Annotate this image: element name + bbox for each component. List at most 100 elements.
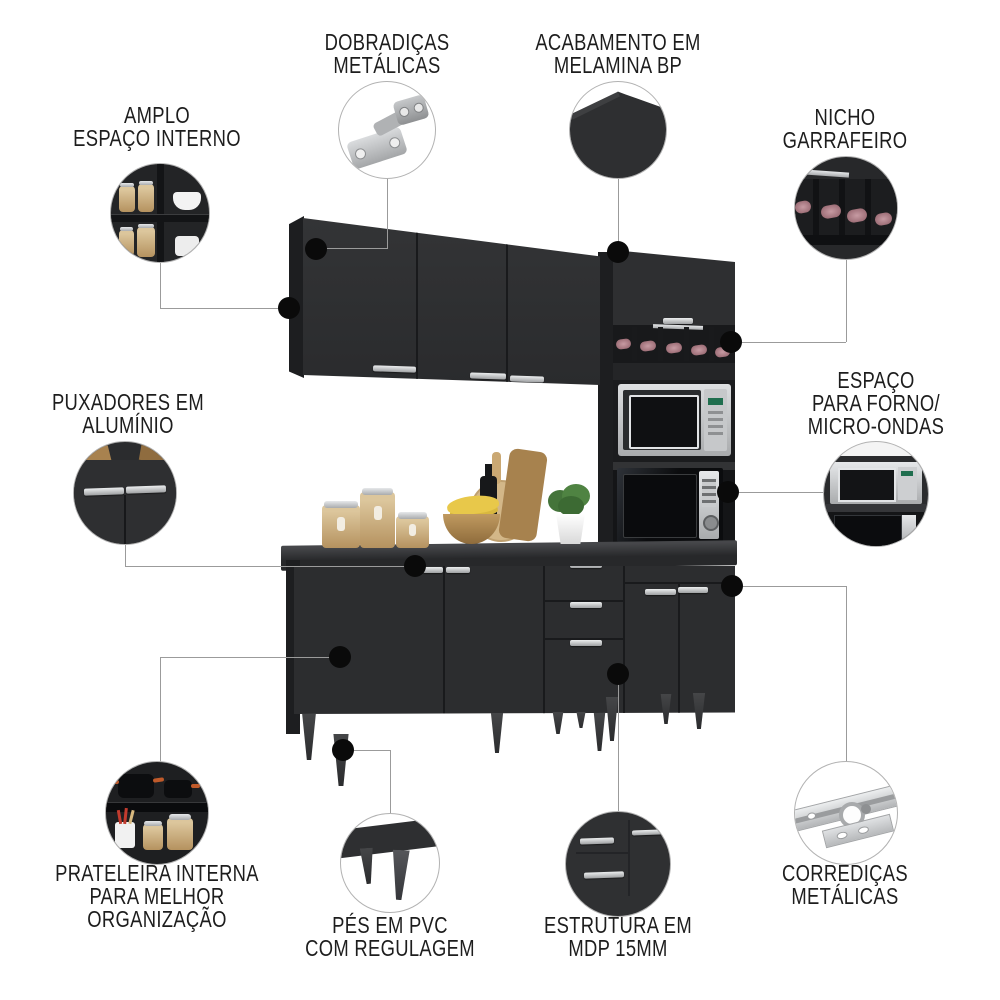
rack-edge-strip xyxy=(802,169,850,178)
microwave-door xyxy=(623,390,701,450)
shelf-bowl xyxy=(173,192,201,210)
shelf-jar-lid xyxy=(120,183,134,187)
label-handles: PUXADORES EM ALUMÍNIO xyxy=(51,389,205,438)
canister-lid xyxy=(324,501,358,508)
wine-rack xyxy=(613,324,735,363)
canister-clasp xyxy=(374,506,382,520)
canister xyxy=(396,512,429,548)
tower-door-handle xyxy=(663,318,693,324)
base-section-gap xyxy=(543,566,545,714)
handles-photo-circle xyxy=(73,441,177,545)
callout-dot-handles xyxy=(404,555,426,577)
oven-space-photo-circle xyxy=(823,441,929,547)
shelf-jar-lid xyxy=(169,814,191,820)
label-interior-space: AMPLO ESPAÇO INTERNO xyxy=(73,102,241,151)
hinge-screw xyxy=(353,146,368,161)
feet-photo-circle xyxy=(340,813,440,913)
wine-bottle-cork xyxy=(665,341,683,355)
callout-dot-shelf xyxy=(329,646,351,668)
wine-rack-divider xyxy=(684,327,689,361)
callout-line xyxy=(316,248,387,249)
callout-line xyxy=(125,543,126,566)
rack-shelf xyxy=(795,235,897,245)
rack-divider xyxy=(865,179,871,235)
niche-shelf xyxy=(824,504,928,512)
base-front xyxy=(294,566,735,714)
callout-line xyxy=(728,492,824,493)
wall-door-gap xyxy=(416,218,418,385)
label-slides: CORREDIÇAS METÁLICAS xyxy=(782,860,908,909)
callout-line xyxy=(160,657,340,658)
structure-gap xyxy=(628,820,630,896)
cabinet-leg xyxy=(576,712,586,728)
canister-clasp xyxy=(409,524,416,536)
cabinet-shelf xyxy=(111,214,209,222)
shelf-jar xyxy=(138,181,154,212)
structure-handle xyxy=(631,829,663,836)
label-internal-shelf: PRATELEIRA INTERNA PARA MELHOR ORGANIZAÇ… xyxy=(55,860,259,932)
plant-pot xyxy=(556,514,585,544)
callout-line xyxy=(618,674,619,812)
oven-knob xyxy=(703,515,719,531)
wall-door-handle xyxy=(469,372,507,380)
bracket-hole xyxy=(835,830,849,841)
hinge-screw xyxy=(387,135,402,150)
callout-dot-interior-space xyxy=(278,297,300,319)
callout-line xyxy=(618,178,619,252)
mini-microwave-display xyxy=(901,471,913,476)
drawer-handle xyxy=(570,602,602,608)
shelf-jar-lid xyxy=(144,821,162,826)
interior-space-photo-circle xyxy=(110,163,210,263)
slide-hole xyxy=(806,811,817,821)
bracket-hole xyxy=(857,825,870,835)
structure-handle xyxy=(579,837,615,845)
wall-door-gap xyxy=(506,218,508,385)
tower-open-shelf xyxy=(613,363,735,380)
aluminum-handle xyxy=(83,487,125,496)
base-section-gap xyxy=(623,566,625,714)
microwave-control-panel xyxy=(704,389,727,451)
base-door-handle xyxy=(423,567,443,573)
canister-clasp xyxy=(337,517,345,531)
cabinet-leg xyxy=(593,713,606,751)
shelf-jar xyxy=(119,183,135,212)
label-feet: PÉS EM PVC COM REGULAGEM xyxy=(305,912,475,961)
shelf-jar-lid xyxy=(120,227,133,231)
microwave-window xyxy=(629,395,699,449)
callout-line xyxy=(160,261,161,308)
plant-leaves xyxy=(558,496,584,516)
wine-rack-divider xyxy=(632,327,637,361)
microwave xyxy=(618,384,731,456)
wine-bottle-cork xyxy=(690,343,708,357)
callout-dot-slides xyxy=(721,575,743,597)
callout-line xyxy=(343,750,390,751)
hinge-screw xyxy=(398,105,411,119)
tower-shelf xyxy=(613,462,735,470)
callout-dot-structure xyxy=(607,663,629,685)
shelf-jar-lid xyxy=(138,224,154,228)
callout-dot-melamine xyxy=(607,241,629,263)
callout-line xyxy=(125,566,415,567)
callout-line xyxy=(390,750,391,814)
rack-divider xyxy=(813,179,819,235)
shelf-jar xyxy=(143,821,163,850)
shelf-board xyxy=(106,802,208,812)
cabinet-divider xyxy=(157,164,164,262)
wall-cabinet-side-panel xyxy=(289,216,304,378)
cabinet-leg xyxy=(552,712,564,734)
cabinet-leg xyxy=(490,713,504,753)
callout-dot-oven-space xyxy=(717,481,739,503)
drawer-handle xyxy=(570,640,602,646)
mini-microwave-body xyxy=(830,462,922,504)
pot-handle xyxy=(191,784,200,788)
shelf-jar xyxy=(137,224,155,257)
canister-lid xyxy=(362,488,393,495)
label-wine-rack: NICHO GARRAFEIRO xyxy=(782,104,908,153)
callout-line xyxy=(160,657,161,762)
cabinet-leg xyxy=(660,694,672,724)
callout-dot-wine-rack xyxy=(720,331,742,353)
drawer-gap xyxy=(543,638,623,640)
mini-oven-door xyxy=(834,515,902,546)
plant-foliage xyxy=(548,484,592,518)
oven-door-glass xyxy=(623,474,697,538)
